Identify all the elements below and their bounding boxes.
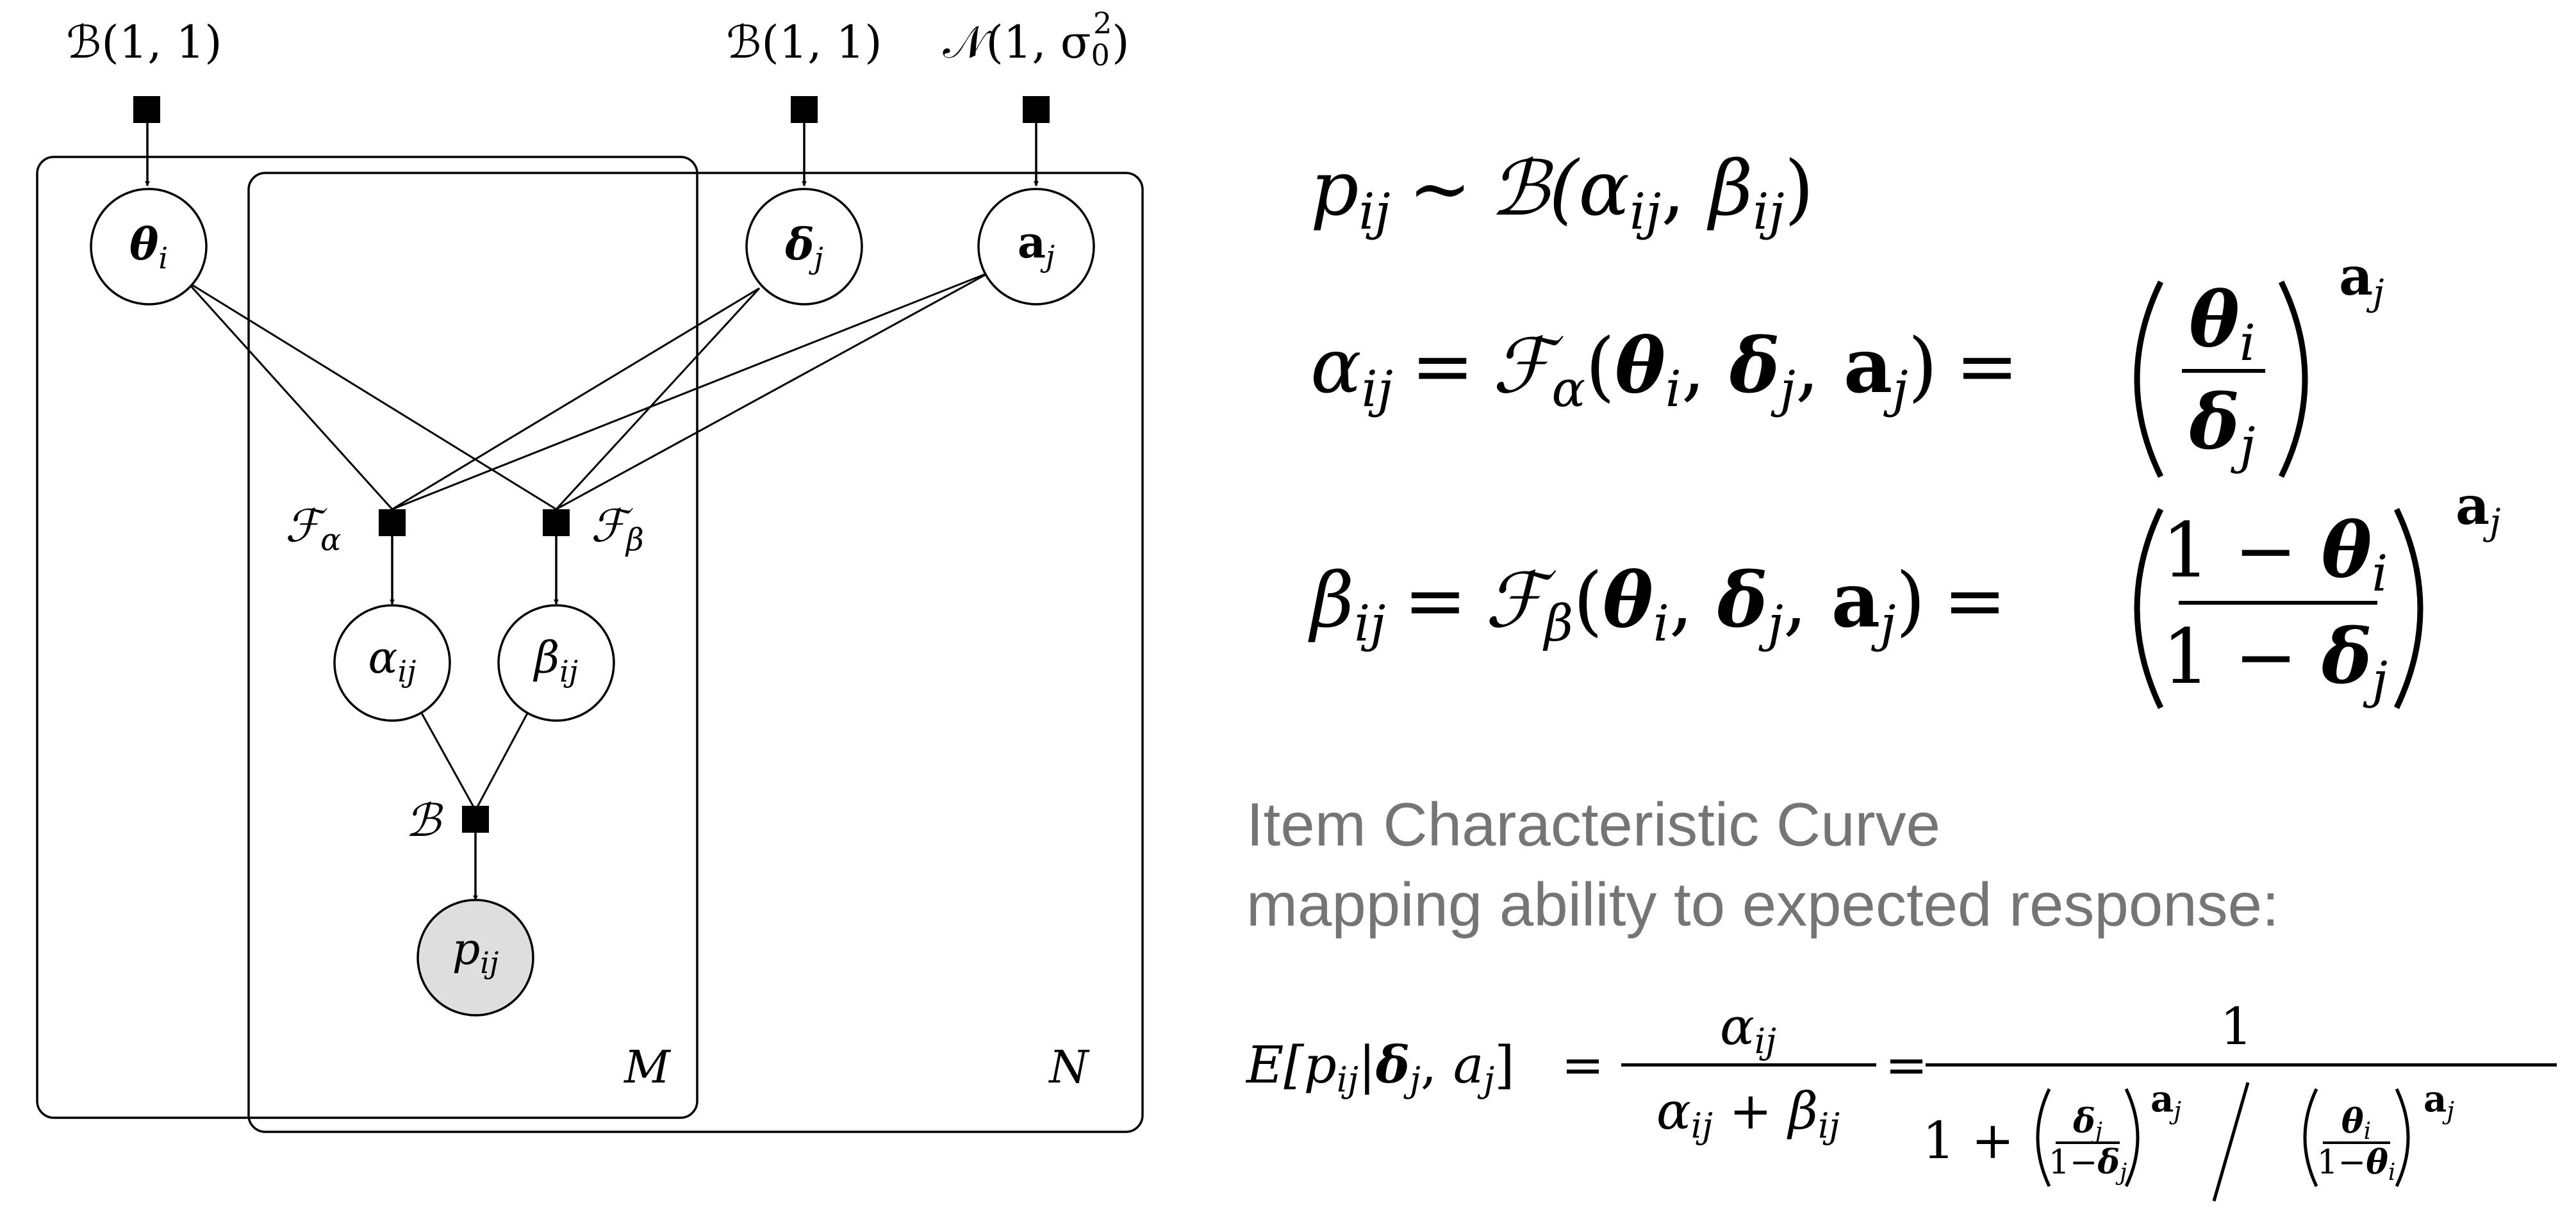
node-p-observed: pij (417, 899, 534, 1017)
icc-subfrac1-numerator: δj (2072, 1102, 2102, 1145)
eq-alpha-fraction-bar (2182, 369, 2265, 373)
eq-alpha-lhs: αij=ℱα(θi, δj, aj)= (1310, 321, 2019, 418)
caption: Item Characteristic Curve mapping abilit… (1246, 790, 2279, 939)
plate-n (247, 172, 1144, 1133)
icc-subfrac2-numerator: θi (2341, 1102, 2371, 1145)
plate-m (36, 156, 698, 1119)
icc-formula: E[pij|δj, aj] = αij αij + βij = 1 1 + δj… (1245, 997, 2557, 1202)
icc-division-slash (2212, 1082, 2250, 1202)
factor-label-bernoulli: ℬ (405, 794, 443, 847)
prior-label-a: 𝒩(1, σ02) (943, 6, 1129, 72)
node-beta-label: βij (533, 633, 578, 689)
node-alpha-label: αij (368, 633, 417, 689)
icc-frac1-denominator: αij + βij (1656, 1081, 1840, 1146)
equations: pij∼ℬ(αij, βij) αij=ℱα(θi, δj, aj)= θi δ… (1308, 144, 2501, 709)
factor-label-f-alpha: ℱα (285, 500, 341, 558)
icc-frac2-bar (1926, 1063, 2557, 1067)
eq-alpha: αij=ℱα(θi, δj, aj)= θi δj aj (1310, 246, 2384, 478)
factor-bernoulli (462, 806, 489, 833)
eq-beta-fraction-bar (2179, 601, 2377, 605)
icc-subfrac2-bar (2323, 1141, 2390, 1144)
eq-beta-exponent: aj (2456, 475, 2501, 543)
eq-beta-denominator: 1 − δj (2162, 612, 2388, 709)
icc-right-paren-1 (2124, 1088, 2140, 1188)
edge-beta-bern (474, 709, 531, 811)
icc-subfrac2-denominator: 1−θi (2317, 1143, 2396, 1186)
node-beta: βij (497, 604, 615, 722)
edge-theta-fbeta (186, 281, 557, 511)
factor-prior-delta (791, 96, 818, 123)
icc-frac2-numerator: 1 (2220, 997, 2253, 1056)
edge-a-fbeta (556, 271, 991, 511)
icc-right-paren-2 (2395, 1088, 2410, 1188)
icc-left-paren-2 (2303, 1088, 2318, 1188)
graphical-model: M N ℬ(1, 1) ℬ(1, (36, 6, 1144, 1133)
factor-prior-theta (133, 96, 160, 123)
eq-alpha-left-paren (2134, 281, 2164, 478)
edges (186, 271, 991, 811)
icc-frac1-bar (1621, 1063, 1876, 1067)
node-a: aj (977, 188, 1095, 306)
factor-prior-a (1023, 96, 1050, 123)
icc-lhs: E[pij|δj, aj] (1245, 1034, 1514, 1100)
eq-alpha-right-paren (2278, 281, 2308, 478)
caption-line-1: Item Characteristic Curve (1246, 790, 1940, 859)
icc-subfrac1-denominator: 1−δj (2049, 1143, 2127, 1186)
icc-exponent-2: aj (2423, 1078, 2454, 1125)
node-theta-label: θi (129, 219, 168, 275)
plate-n-label: N (1048, 1041, 1090, 1093)
eq-alpha-numerator: θi (2189, 275, 2256, 372)
icc-equals-2: = (1885, 1035, 1928, 1095)
eq-beta: βij=ℱβ(θi, δj, aj)= 1 − θi 1 − δj aj (1308, 475, 2501, 709)
icc-subfrac1-bar (2056, 1141, 2120, 1144)
eq-beta-right-paren (2393, 508, 2423, 709)
eq-alpha-denominator: δj (2189, 377, 2256, 475)
node-delta-label: δj (784, 219, 823, 275)
factor-f-beta (543, 509, 570, 536)
node-theta: θi (90, 188, 208, 306)
node-delta: δj (745, 188, 863, 306)
node-alpha: αij (333, 604, 451, 722)
icc-frac1-numerator: αij (1720, 997, 1776, 1061)
factor-label-f-beta: ℱβ (591, 500, 644, 558)
node-a-label: aj (1018, 217, 1055, 274)
eq-beta-numerator: 1 − θi (2162, 505, 2388, 603)
edge-a-falpha (392, 271, 991, 511)
prior-label-theta: ℬ(1, 1) (66, 16, 222, 69)
eq-beta-left-paren (2134, 508, 2164, 709)
eq-alpha-exponent: aj (2339, 246, 2384, 314)
edge-delta-fbeta (555, 287, 761, 511)
icc-left-paren-1 (2036, 1088, 2051, 1188)
plate-m-label: M (623, 1041, 672, 1093)
prior-label-delta: ℬ(1, 1) (726, 16, 882, 69)
edge-delta-falpha (392, 287, 760, 511)
eq-beta-lhs: βij=ℱβ(θi, δj, aj)= (1308, 555, 2006, 653)
icc-frac2-den-lead: 1 + (1922, 1111, 2014, 1170)
node-p-label: pij (452, 924, 499, 980)
caption-line-2: mapping ability to expected response: (1246, 871, 2279, 939)
eq-p-dist: pij∼ℬ(αij, βij) (1310, 144, 1814, 241)
icc-equals-1: = (1561, 1035, 1604, 1095)
edge-alpha-bern (418, 709, 477, 811)
icc-exponent-1: aj (2151, 1078, 2181, 1125)
arrows (145, 122, 1039, 901)
edge-theta-falpha (186, 281, 393, 511)
factor-f-alpha (379, 509, 406, 536)
